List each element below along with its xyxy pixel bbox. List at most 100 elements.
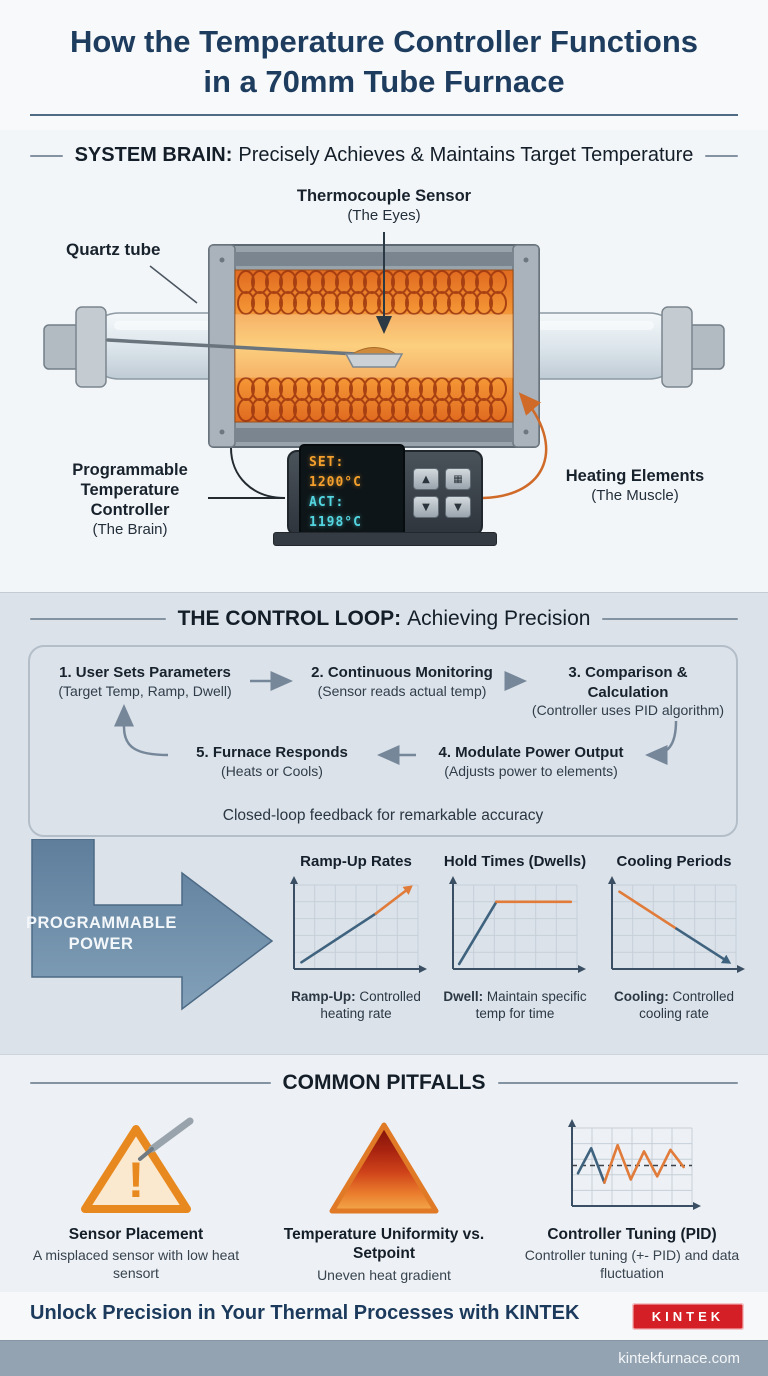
set-value: 1200°C [309, 474, 362, 490]
pitfall-2-desc: Uneven heat gradient [317, 1266, 451, 1283]
controller-body: SET: 1200°C ACT: 1198°C ▲ ▦ ▼ ▼ [287, 443, 483, 543]
page-title-line1: How the Temperature Controller Functions [69, 24, 699, 59]
pitfall-sensor-placement: ! Sensor Placement A misplaced sensor wi… [18, 1113, 254, 1285]
system-brain-section: SYSTEM BRAIN:Precisely Achieves & Mainta… [0, 130, 768, 592]
title-divider [30, 114, 738, 116]
controller-base [273, 532, 497, 546]
controller-menu-button[interactable]: ▦ [445, 468, 471, 490]
website-link[interactable]: kintekfurnace.com [618, 1350, 740, 1367]
tube-collars [75, 306, 693, 388]
svg-text:!: ! [128, 1152, 145, 1208]
sample-boat [344, 347, 404, 368]
ramp-up-caption: Ramp-Up: Controlled heating rate [282, 989, 430, 1023]
dwell-caption-rest: Maintain specific temp for time [475, 989, 587, 1021]
control-loop-heading-strong: THE CONTROL LOOP: [177, 607, 402, 630]
pitfall-uniformity: Temperature Uniformity vs. Setpoint Unev… [266, 1113, 502, 1285]
pitfalls-heading: COMMON PITFALLS [30, 1071, 738, 1095]
loop-step-4: 4. Modulate Power Output (Adjusts power … [422, 743, 640, 780]
controller-down-button[interactable]: ▼ [413, 496, 439, 518]
step-2-desc: (Sensor reads actual temp) [317, 682, 487, 699]
display-act-line: ACT: 1198°C [309, 493, 395, 533]
loop-step-3: 3. Comparison & Calculation (Controller … [530, 663, 726, 720]
thermocouple-label-title: Thermocouple Sensor [296, 187, 472, 205]
dwell-chart [449, 876, 586, 973]
step-3-desc: (Controller uses PID algorithm) [531, 702, 725, 718]
system-brain-heading-rest: Precisely Achieves & Maintains Target Te… [238, 144, 694, 166]
system-brain-heading-strong: SYSTEM BRAIN: [74, 144, 233, 166]
controller-display: SET: 1200°C ACT: 1198°C [299, 443, 405, 543]
temperature-controller-device: SET: 1200°C ACT: 1198°C ▲ ▦ ▼ ▼ [273, 443, 497, 546]
controller-up-button[interactable]: ▲ [413, 468, 439, 490]
dwell-chart-block: Hold Times (Dwells) Dwell: Maintain spec… [441, 853, 589, 1023]
step-2-title: 2. Continuous Monitoring [311, 664, 493, 681]
pid-chart-icon [514, 1113, 750, 1217]
dwell-caption-strong: Dwell: [443, 989, 484, 1004]
step-4-title: 4. Modulate Power Output [438, 744, 624, 761]
controller-label: Programmable Temperature Controller (The… [52, 460, 208, 540]
process-charts-row: Ramp-Up Rates Ramp-Up: Controlled heatin… [282, 853, 748, 1023]
loop-step-1: 1. User Sets Parameters (Target Temp, Ra… [46, 663, 244, 700]
page-title-line2: in a 70mm Tube Furnace [203, 63, 565, 99]
tube-through-section [234, 313, 514, 379]
sensor-probe-icon [148, 1117, 194, 1153]
pitfalls-heading-text: COMMON PITFALLS [282, 1071, 486, 1094]
cta-section: Unlock Precision in Your Thermal Process… [0, 1292, 768, 1340]
tube-furnace-illustration [43, 244, 725, 448]
heating-label-title: Heating Elements [565, 467, 705, 485]
cooling-caption-rest: Controlled cooling rate [639, 989, 735, 1021]
act-value: 1198°C [309, 515, 362, 531]
pitfall-1-desc: A misplaced sensor with low heat sensort [32, 1247, 240, 1282]
ramp-up-chart-block: Ramp-Up Rates Ramp-Up: Controlled heatin… [282, 853, 430, 1023]
header-section: How the Temperature Controller Functions… [0, 0, 768, 130]
pitfall-3-title: Controller Tuning (PID) [547, 1226, 717, 1243]
control-loop-heading-rest: Achieving Precision [407, 607, 591, 630]
loop-step-5: 5. Furnace Responds (Heats or Cools) [172, 743, 372, 780]
feedback-note: Closed-loop feedback for remarkable accu… [222, 807, 544, 824]
step-1-desc: (Target Temp, Ramp, Dwell) [58, 682, 232, 699]
control-loop-box: 1. User Sets Parameters (Target Temp, Ra… [28, 645, 738, 837]
control-loop-section: THE CONTROL LOOP:Achieving Precision 1. … [0, 592, 768, 1055]
pid-tuning-chart [568, 1119, 701, 1210]
thermocouple-label: Thermocouple Sensor (The Eyes) [0, 186, 768, 226]
ramp-up-chart [290, 876, 427, 973]
page-title: How the Temperature Controller Functions… [0, 22, 768, 101]
step-5-desc: (Heats or Cools) [221, 762, 323, 779]
dwell-caption: Dwell: Maintain specific temp for time [441, 989, 589, 1023]
warning-triangle-icon: ! [18, 1113, 254, 1217]
step-1-title: 1. User Sets Parameters [59, 664, 231, 681]
system-brain-heading: SYSTEM BRAIN:Precisely Achieves & Mainta… [30, 144, 738, 167]
cta-text: Unlock Precision in Your Thermal Process… [30, 1302, 580, 1324]
cooling-chart-block: Cooling Periods Cooling: Controlled cool… [600, 853, 748, 1023]
loop-step-2: 2. Continuous Monitoring (Sensor reads a… [300, 663, 504, 700]
controller-label-title: Programmable Temperature Controller [72, 461, 188, 520]
display-set-line: SET: 1200°C [309, 453, 395, 493]
step-4-desc: (Adjusts power to elements) [444, 762, 618, 779]
heating-label-sub: (The Muscle) [591, 487, 679, 505]
cooling-caption: Cooling: Controlled cooling rate [600, 989, 748, 1023]
controller-buttons: ▲ ▦ ▼ ▼ [413, 468, 471, 518]
heating-elements-label: Heating Elements (The Muscle) [552, 466, 718, 506]
pitfall-2-title: Temperature Uniformity vs. Setpoint [283, 1226, 485, 1263]
kintek-logo: KINTEK [632, 1303, 744, 1330]
flow-arrow-5-1 [114, 704, 169, 757]
cooling-chart-title: Cooling Periods [616, 853, 732, 870]
controller-down-button-2[interactable]: ▼ [445, 496, 471, 518]
act-label: ACT: [309, 495, 345, 510]
gradient-triangle-svg [329, 1122, 439, 1214]
set-label: SET: [309, 454, 345, 470]
pitfall-3-desc: Controller tuning (+- PID) and data fluc… [524, 1247, 740, 1282]
programmable-power-arrow [31, 839, 274, 1011]
pitfalls-section: COMMON PITFALLS ! Sensor Placement A mis… [0, 1054, 768, 1293]
pitfalls-row: ! Sensor Placement A misplaced sensor wi… [18, 1113, 750, 1285]
ramp-up-caption-strong: Ramp-Up: [291, 989, 356, 1004]
cooling-caption-strong: Cooling: [613, 989, 669, 1004]
step-5-title: 5. Furnace Responds [196, 744, 348, 761]
warning-triangle-svg: ! [81, 1117, 194, 1213]
cooling-chart [608, 876, 745, 973]
step-3-title: 3. Comparison & Calculation [568, 664, 688, 701]
furnace-body [208, 244, 540, 448]
bottom-bar: kintekfurnace.com [0, 1340, 768, 1376]
pitfall-1-title: Sensor Placement [68, 1226, 204, 1243]
quartz-tube-label: Quartz tube [66, 240, 161, 259]
